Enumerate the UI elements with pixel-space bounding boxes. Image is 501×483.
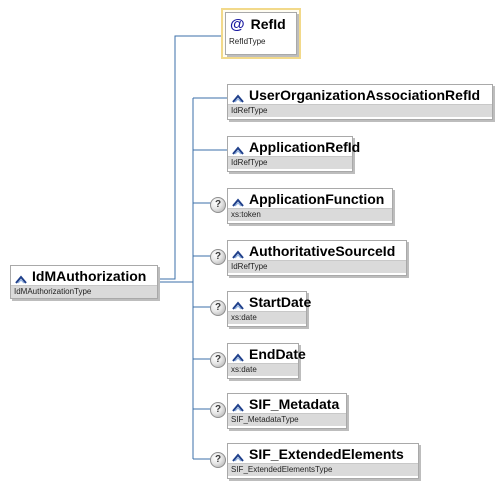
- element-icon: [232, 90, 244, 103]
- child-element-name: UserOrganizationAssociationRefId: [249, 86, 481, 103]
- child-element[interactable]: SIF_ExtendedElements SIF_ExtendedElement…: [227, 443, 419, 479]
- connector-root-attribute: [158, 35, 221, 280]
- attribute-type: RefIdType: [226, 35, 296, 49]
- child-element-name: StartDate: [249, 293, 312, 310]
- element-icon: [232, 142, 244, 155]
- question-icon: ?: [210, 249, 226, 265]
- child-element-name: EndDate: [249, 345, 306, 362]
- root-element[interactable]: IdMAuthorization IdMAuthorizationType: [10, 265, 158, 299]
- child-element[interactable]: AuthoritativeSourceId IdRefType: [227, 240, 407, 276]
- element-icon: [232, 297, 244, 310]
- child-element[interactable]: UserOrganizationAssociationRefId IdRefTy…: [227, 84, 493, 120]
- element-icon: [232, 349, 244, 362]
- child-element-type: IdRefType: [228, 104, 492, 117]
- element-icon: [232, 449, 244, 462]
- root-element-type: IdMAuthorizationType: [11, 285, 157, 298]
- question-icon: ?: [210, 402, 226, 418]
- child-element[interactable]: StartDate xs:date: [227, 291, 311, 327]
- child-element-type: xs:date: [228, 311, 306, 324]
- question-icon: ?: [210, 197, 226, 213]
- attribute-refid[interactable]: @ RefId RefIdType: [221, 8, 301, 59]
- child-element[interactable]: EndDate xs:date: [227, 343, 306, 379]
- child-element-name: AuthoritativeSourceId: [249, 242, 396, 259]
- attribute-name: RefId: [250, 16, 286, 32]
- child-element-name: SIF_Metadata: [249, 395, 340, 412]
- element-icon: [232, 246, 244, 259]
- child-element-type: SIF_MetadataType: [228, 413, 346, 426]
- element-icon: [15, 271, 27, 284]
- child-element-type: IdRefType: [228, 156, 352, 169]
- attribute-icon: @: [230, 15, 245, 33]
- element-icon: [232, 399, 244, 412]
- root-element-name: IdMAuthorization: [32, 267, 147, 284]
- child-element-type: SIF_ExtendedElementsType: [228, 463, 418, 476]
- child-element-name: ApplicationFunction: [249, 190, 385, 207]
- child-element[interactable]: ApplicationFunction xs:token: [227, 188, 393, 224]
- child-element-type: IdRefType: [228, 260, 406, 273]
- question-icon: ?: [210, 352, 226, 368]
- child-element-name: ApplicationRefId: [249, 138, 361, 155]
- child-element-type: xs:date: [228, 363, 298, 376]
- question-icon: ?: [210, 300, 226, 316]
- child-element-name: SIF_ExtendedElements: [249, 445, 404, 462]
- child-element[interactable]: ApplicationRefId IdRefType: [227, 136, 360, 172]
- child-element-type: xs:token: [228, 208, 392, 221]
- element-icon: [232, 194, 244, 207]
- child-element[interactable]: SIF_Metadata SIF_MetadataType: [227, 393, 347, 429]
- question-icon: ?: [210, 452, 226, 468]
